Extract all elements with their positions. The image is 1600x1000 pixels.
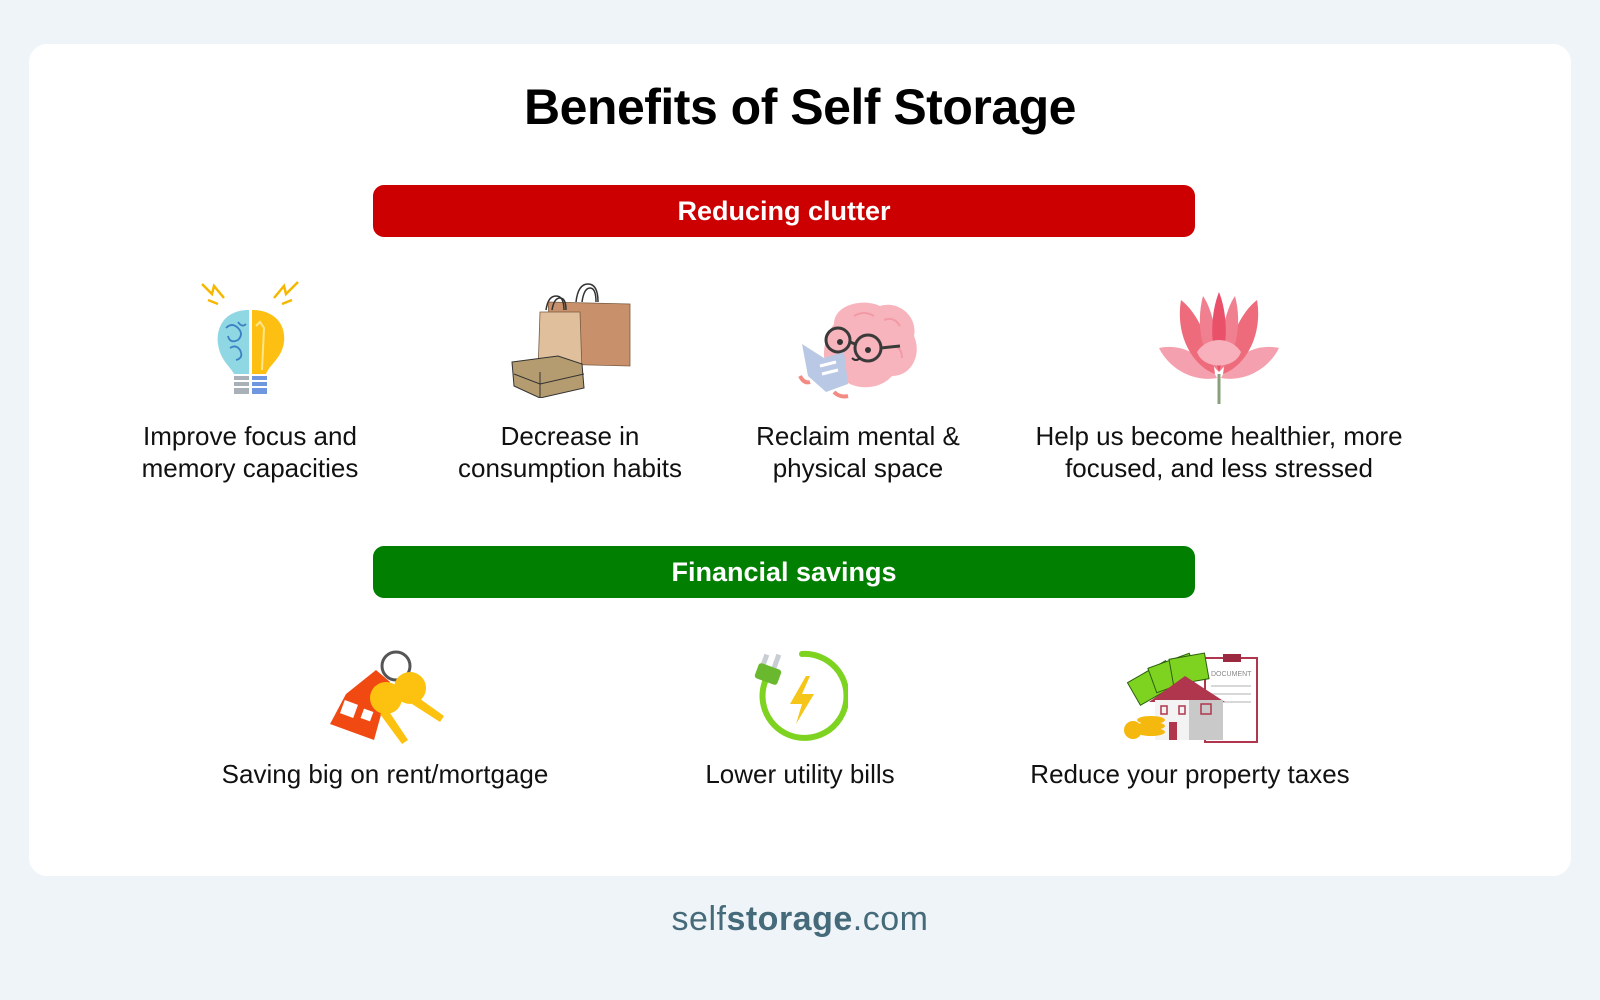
logo-prefix: self [671, 900, 727, 938]
selfstorage-logo[interactable]: selfstorage.com [0, 900, 1600, 939]
benefit-label-line1: Reclaim mental & [756, 421, 960, 451]
benefit-item-rent: Saving big on rent/mortgage [180, 644, 590, 804]
svg-text:DOCUMENT: DOCUMENT [1211, 671, 1252, 678]
lotus-flower-icon [1157, 292, 1281, 409]
benefit-label-line2: focused, and less stressed [1065, 453, 1373, 483]
benefit-label-line2: consumption habits [457, 453, 683, 483]
benefit-label-line1: Help us become healthier, more [1035, 421, 1403, 451]
house-keys-icon [324, 646, 446, 749]
benefit-item-space: Reclaim mental & physical space [728, 278, 988, 488]
benefit-label-line1: Decrease in [500, 421, 640, 451]
benefit-item-consumption: Decrease in consumption habits [420, 278, 720, 488]
power-plug-icon [752, 648, 850, 749]
reading-brain-icon [794, 296, 922, 405]
benefit-label-line2: memory capacities [141, 453, 359, 483]
benefit-label-line1: Improve focus and [143, 421, 357, 451]
section-heading-reducing-clutter: Reducing clutter [373, 185, 1195, 237]
brain-lightbulb-icon [194, 278, 306, 405]
benefit-item-health: Help us become healthier, more focused, … [1014, 278, 1424, 488]
benefit-label: Saving big on rent/mortgage [221, 759, 549, 789]
benefit-label: Lower utility bills [705, 759, 895, 789]
benefit-label-line2: physical space [772, 453, 944, 483]
benefit-label: Reduce your property taxes [1030, 759, 1350, 789]
property-tax-icon: DOCUMENT [1121, 646, 1259, 749]
logo-bold: storage [726, 900, 853, 938]
benefit-item-utility: Lower utility bills [640, 644, 960, 804]
benefit-item-focus: Improve focus and memory capacities [110, 278, 390, 488]
shopping-bags-icon [508, 280, 632, 403]
section-heading-financial-savings: Financial savings [373, 546, 1195, 598]
page-title: Benefits of Self Storage [524, 79, 1077, 135]
benefit-item-taxes: DOCUMENT Reduce your property taxes [990, 644, 1390, 804]
logo-suffix: .com [852, 900, 929, 938]
